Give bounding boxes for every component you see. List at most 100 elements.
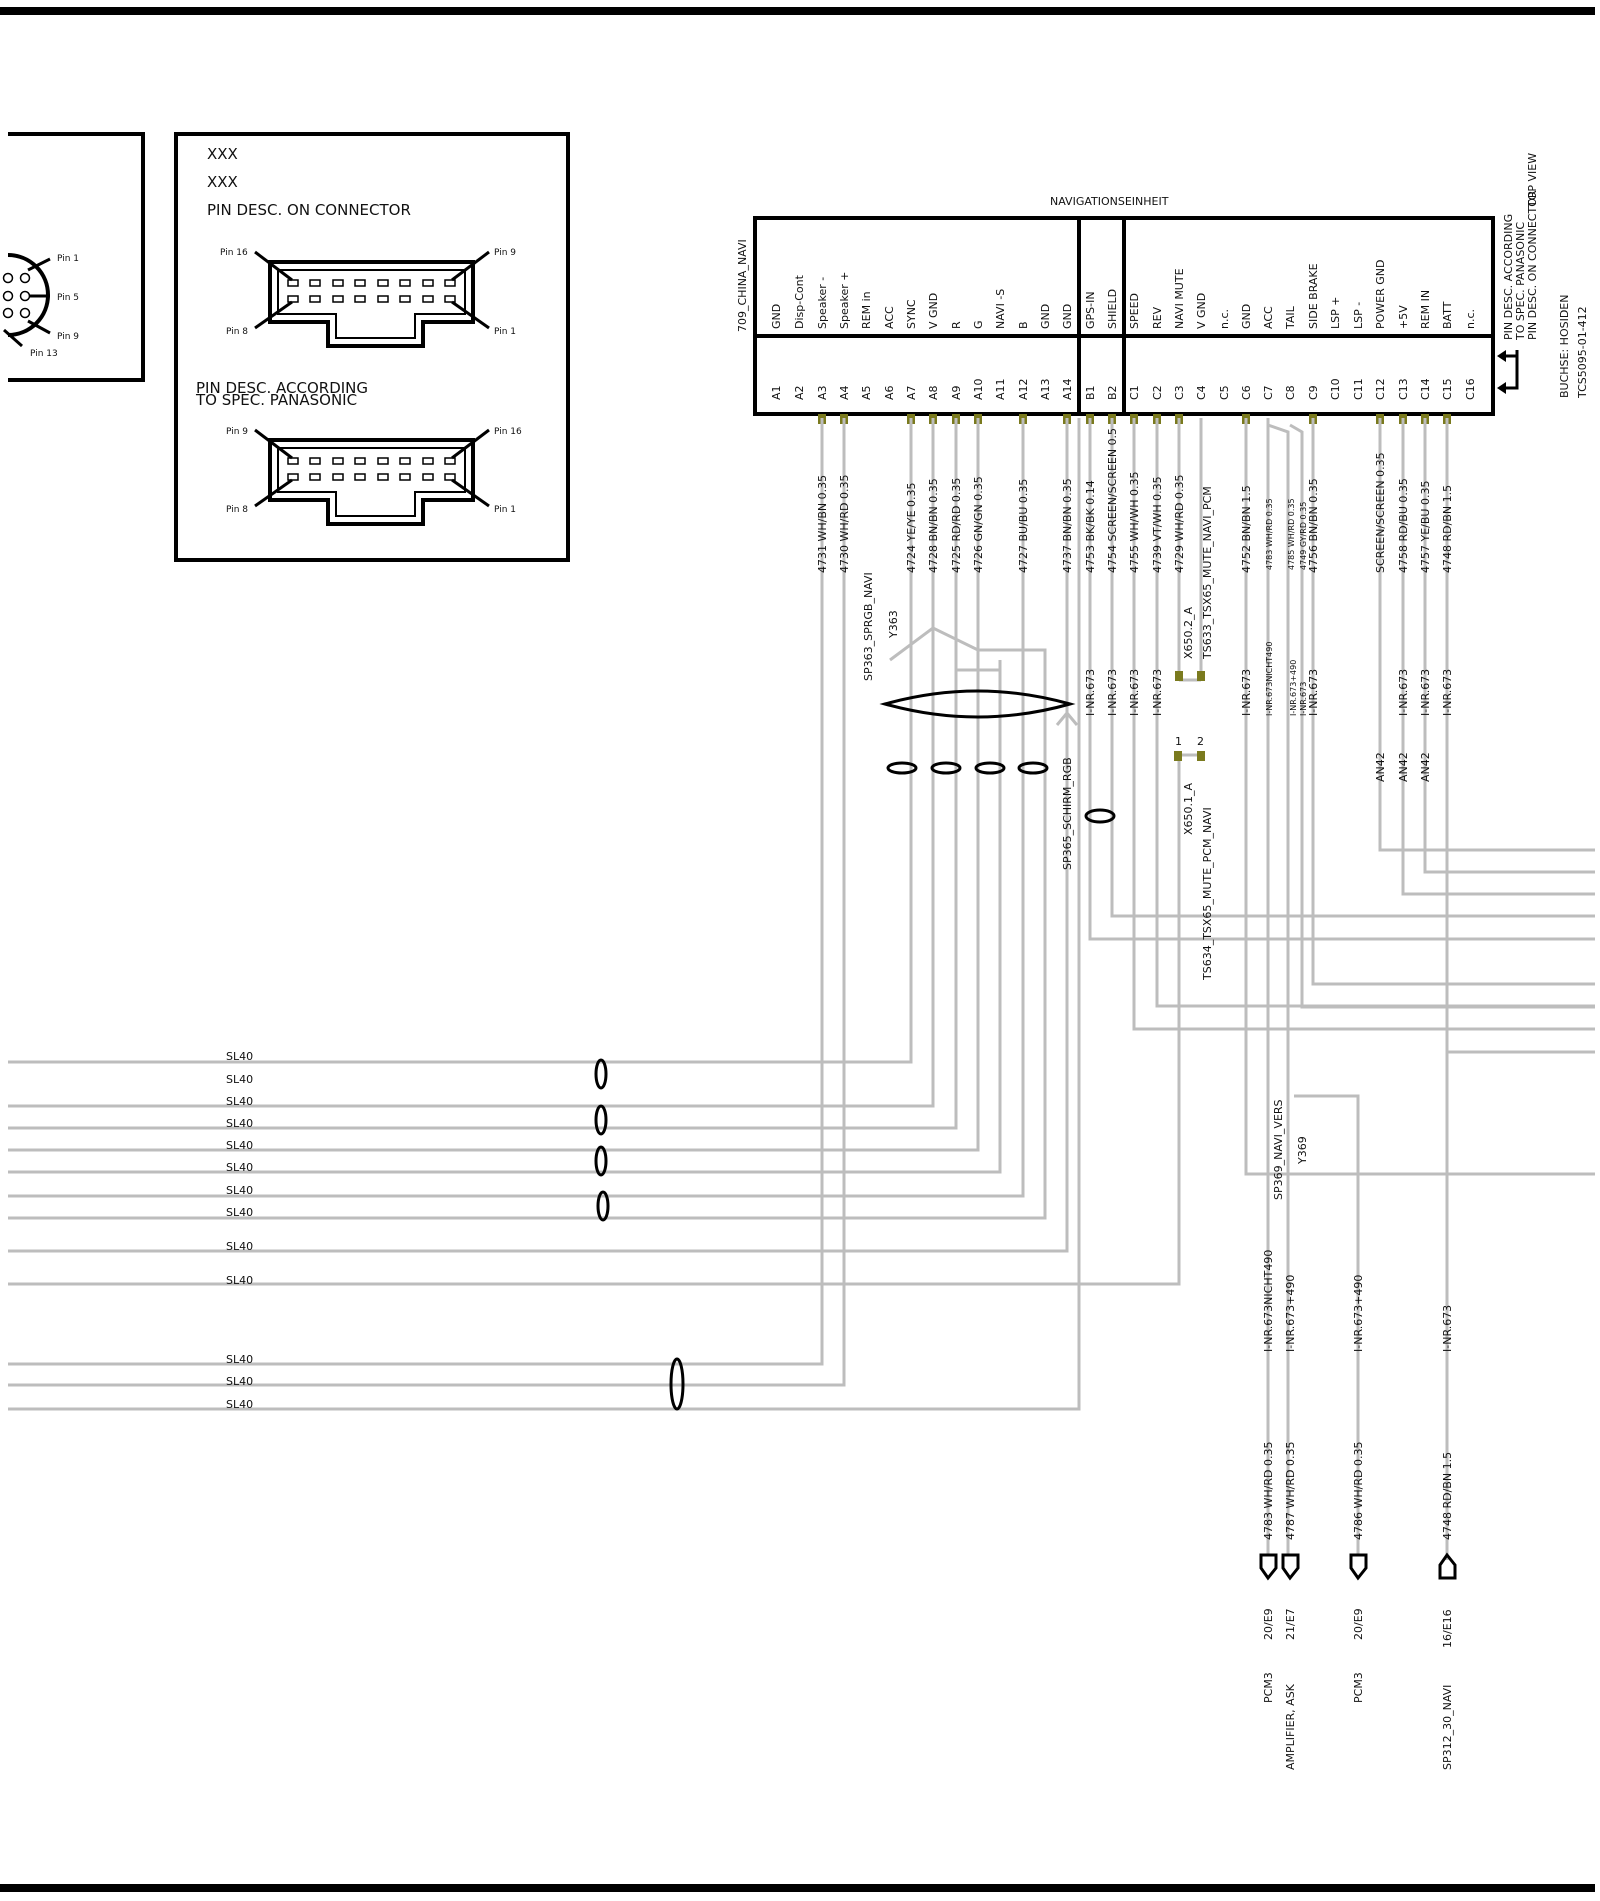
- wire-label-c15: 4748 RD/BN 1.5: [1441, 485, 1454, 573]
- pin-id-a1: A1: [770, 385, 783, 400]
- frame-top-bar: [0, 7, 1595, 15]
- side-note-2: TO SPEC. PANASONIC: [1514, 222, 1527, 341]
- connector-view-box: XXX XXX PIN DESC. ON CONNECTOR Pin 16 Pi…: [174, 132, 570, 562]
- pin-id-c1: C1: [1128, 385, 1141, 400]
- bottom-pin-bl: Pin 8: [226, 505, 248, 515]
- wire-label-c8b: 4749 GY/RD 0.35: [1299, 502, 1308, 570]
- splice-sp369: SP369_NAVI_VERS: [1272, 1099, 1285, 1200]
- pin-desc-c3: NAVI MUTE: [1173, 268, 1186, 329]
- pin-desc-a11: NAVI -S: [994, 289, 1007, 329]
- round-pin-13: Pin 13: [30, 349, 58, 359]
- wire-label-c13: 4758 RD/BU 0.35: [1397, 478, 1410, 573]
- pin-id-a12: A12: [1017, 378, 1030, 400]
- bottom-wire-2: 4787 WH/RD 0.35: [1284, 1442, 1297, 1540]
- socket-line-1: BUCHSE: HOSIDEN: [1558, 295, 1571, 399]
- bottom-wire-1: 4783 WH/RD 0.35: [1262, 1442, 1275, 1540]
- wire-label-b1: 4753 BK/BK 0.14: [1084, 480, 1097, 573]
- part-x650-1: X650.1_A: [1182, 782, 1195, 835]
- pin-id-c9: C9: [1307, 385, 1320, 400]
- pin-id-c14: C14: [1419, 378, 1432, 400]
- pin-desc-a10: G: [972, 320, 985, 329]
- pin-id-c12: C12: [1374, 378, 1387, 400]
- pin-id-c3: C3: [1173, 385, 1186, 400]
- pin-desc-c8: TAIL: [1284, 305, 1297, 330]
- connector-drawing-bottom: Pin 9 Pin 16 Pin 8 Pin 1: [226, 427, 522, 526]
- pin-id-a11: A11: [994, 378, 1007, 400]
- round-connector: Pin 1 Pin 5 Pin 9 Pin 13: [2, 132, 145, 382]
- sl40-label: SL40: [226, 1184, 253, 1197]
- round-pin-5: Pin 5: [57, 293, 79, 303]
- pin-desc-a2: Disp-Cont: [793, 274, 806, 329]
- pin-id-a2: A2: [793, 385, 806, 400]
- sl40-label: SL40: [226, 1375, 253, 1388]
- pin-desc-a1: GND: [770, 304, 783, 329]
- pin-desc-a5: REM in: [860, 291, 873, 329]
- wire-label-b2: 4754 SCREEN/SCREEN 0.5: [1106, 428, 1119, 573]
- sl40-label: SL40: [226, 1139, 253, 1152]
- splice-sp365: SP365_SCHIRM_RGB: [1061, 757, 1074, 870]
- pin-id-a9: A9: [950, 385, 963, 400]
- pin-id-c10: C10: [1329, 378, 1342, 400]
- connector-line-1: XXX: [207, 145, 238, 163]
- bottom-variant-3: I-NR.673+490: [1352, 1275, 1365, 1352]
- variant-label-b2: I-NR.673: [1106, 669, 1119, 716]
- round-pin-9: Pin 9: [57, 332, 79, 342]
- variant-label-c9: I-NR.673: [1307, 669, 1320, 716]
- variant-label-c13: I-NR.673: [1397, 669, 1410, 716]
- unit-title: NAVIGATIONSEINHEIT: [1050, 195, 1169, 208]
- part-x650-2: X650.2_A: [1182, 606, 1195, 659]
- wire-label-c1: 4755 WH/WH 0.35: [1128, 472, 1141, 573]
- x650-pin-2: 2: [1197, 735, 1204, 748]
- sl40-label: SL40: [226, 1206, 253, 1219]
- pin-desc-c1: SPEED: [1128, 293, 1141, 329]
- wire-label-a3: 4731 WH/BN 0.35: [816, 475, 829, 573]
- variant-label-c1: I-NR.673: [1128, 669, 1141, 716]
- pin-desc-a13: GND: [1039, 304, 1052, 329]
- variant-label-c6: I-NR.673: [1240, 669, 1253, 716]
- sl40-label: SL40: [226, 1353, 253, 1366]
- wire-label-c8a: 4785 WH/RD 0.35: [1287, 498, 1296, 570]
- pin-desc-a4: Speaker +: [838, 272, 851, 329]
- variant-label-c7: I-NR.673NICHT490: [1265, 642, 1274, 716]
- pin-id-c6: C6: [1240, 385, 1253, 400]
- pin-desc-c2: REV: [1151, 306, 1164, 329]
- wire-end-symbols: [1259, 1552, 1457, 1581]
- bottom-wire-labels: I-NR.673NICHT490 I-NR.673+490 I-NR.673+4…: [1262, 1250, 1454, 1770]
- top-pin-tr: Pin 9: [494, 248, 516, 258]
- top-pin-br: Pin 1: [494, 327, 516, 337]
- an-label-c14: AN42: [1419, 752, 1432, 782]
- pin-id-c2: C2: [1151, 385, 1164, 400]
- splice-sp363: SP363_SPRGB_NAVI: [862, 572, 875, 681]
- bottom-pin-br: Pin 1: [494, 505, 516, 515]
- side-note-4: TOP VIEW: [1526, 153, 1539, 208]
- frame-bottom-bar: [0, 1884, 1595, 1892]
- bottom-dest-3: PCM3: [1352, 1672, 1365, 1703]
- bottom-variant-4: I-NR.673: [1441, 1305, 1454, 1352]
- spec-title-1: PIN DESC. ACCORDING: [196, 379, 368, 397]
- pin-desc-a3: Speaker -: [816, 277, 829, 329]
- pin-desc-c14: REM IN: [1419, 290, 1432, 329]
- bottom-dest-2: AMPLIFIER, ASK: [1284, 1683, 1297, 1770]
- pin-desc-c12: POWER GND: [1374, 260, 1387, 329]
- wire-label-a10: 4726 GN/GN 0.35: [972, 476, 985, 573]
- an-label-c12: AN42: [1374, 752, 1387, 782]
- pin-desc-c4: V GND: [1195, 293, 1208, 329]
- navigation-unit: NAVIGATIONSEINHEIT 709_CHINA_NAVI GNDA1D…: [736, 153, 1589, 424]
- pin-id-a4: A4: [838, 385, 851, 400]
- wire-label-a9: 4725 RD/RD 0.35: [950, 478, 963, 573]
- bottom-dest-4: SP312_30_NAVI: [1441, 1685, 1454, 1770]
- x650-contacts: 1 2: [1174, 671, 1205, 761]
- connector-drawing-top: Pin 16 Pin 9 Pin 8 Pin 1: [220, 248, 516, 348]
- sl40-label: SL40: [226, 1274, 253, 1287]
- wire-label-c6: 4752 BN/BN 1.5: [1240, 485, 1253, 573]
- top-pin-tl: Pin 16: [220, 248, 248, 258]
- side-note-3: PIN DESC. ON CONNECTOR: [1526, 190, 1539, 340]
- pin-id-a8: A8: [927, 385, 940, 400]
- pin-desc-a6: ACC: [883, 306, 896, 329]
- pin-id-c4: C4: [1195, 385, 1208, 400]
- pin-id-c5: C5: [1218, 385, 1231, 400]
- twist-markers: [594, 689, 1116, 1411]
- pin-id-c8: C8: [1284, 385, 1297, 400]
- sl40-label: SL40: [226, 1240, 253, 1253]
